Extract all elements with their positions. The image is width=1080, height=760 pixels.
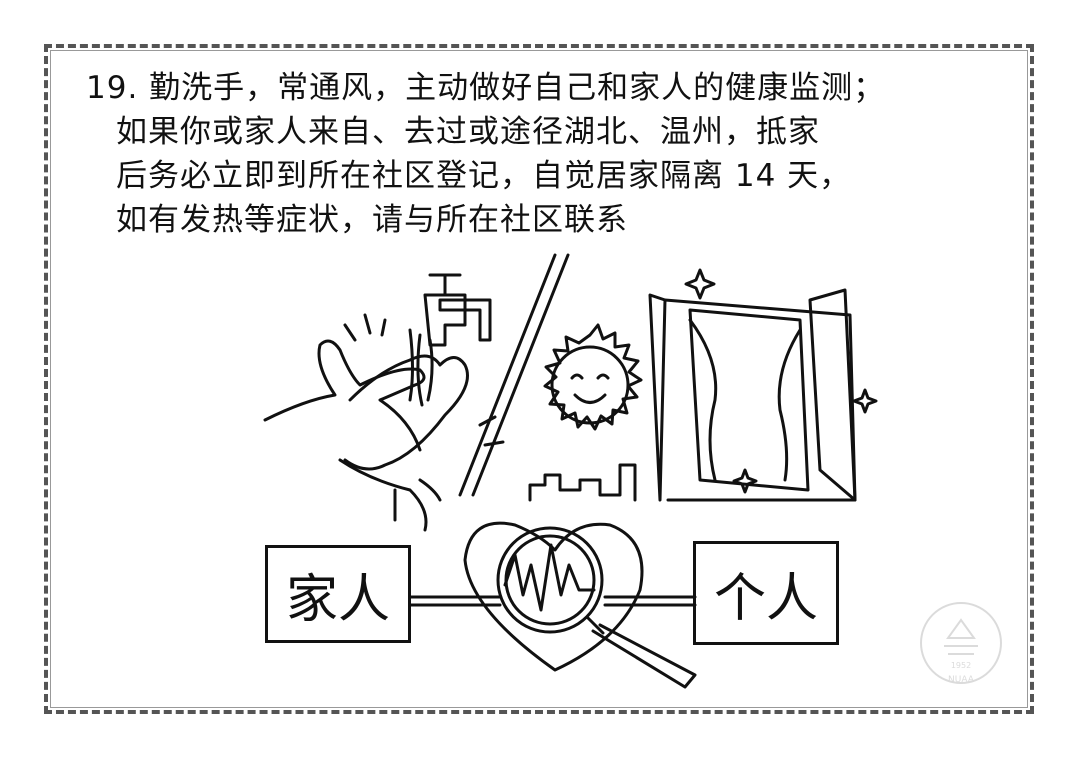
heart-magnifier-icon: [408, 521, 697, 689]
open-window-icon: [648, 268, 878, 502]
dashed-border-frame: [44, 44, 1034, 714]
text-line: 如有发热等症状，请与所在社区联系: [116, 202, 628, 238]
tip-text: 19. 勤洗手，常通风，主动做好自己和家人的健康监测； 如果你或家人来自、去过或…: [86, 66, 885, 242]
city-skyline: [528, 463, 637, 502]
family-label: 家人: [285, 569, 390, 630]
connector-lines: [408, 595, 697, 607]
sun-icon: [543, 323, 643, 431]
self-label-box: 个人: [693, 541, 839, 645]
seal-year: 1952: [951, 661, 971, 670]
seal-abbr: NUAA: [948, 675, 975, 685]
faucet-icon: [408, 273, 492, 407]
washing-hands-icon: [263, 313, 505, 532]
text-line: 19. 勤洗手，常通风，主动做好自己和家人的健康监测；: [86, 70, 886, 106]
university-seal-watermark: 1952 NUAA: [920, 602, 1002, 685]
text-line: 后务必立即到所在社区登记，自觉居家隔离 14 天，: [116, 158, 852, 194]
self-label: 个人: [713, 568, 818, 629]
family-label-box: 家人: [265, 545, 411, 643]
divider-lines: [458, 253, 570, 497]
text-line: 如果你或家人来自、去过或途径湖北、温州，抵家: [116, 114, 820, 150]
